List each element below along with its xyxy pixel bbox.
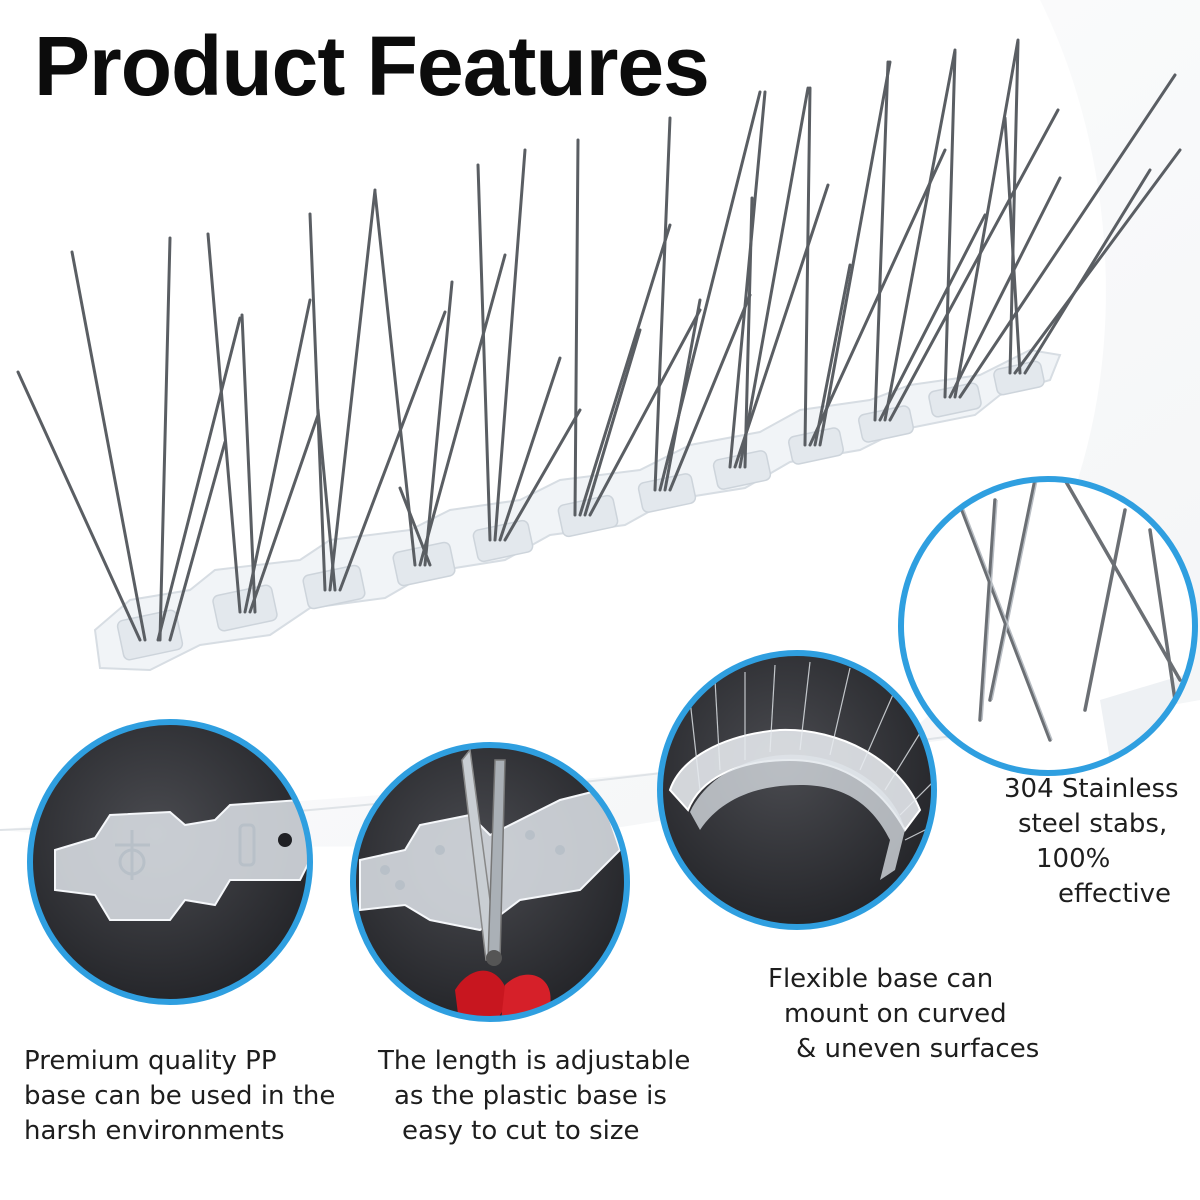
caption-line: harsh environments — [24, 1116, 285, 1146]
feature-caption-steel: 304 Stainless steel stabs, 100% effectiv… — [1004, 772, 1179, 912]
feature-caption-adjustable: The length is adjustable as the plastic … — [378, 1044, 690, 1149]
caption-line: Premium quality PP — [24, 1046, 277, 1076]
caption-line: effective — [1058, 879, 1172, 909]
scissors-cut-icon — [350, 742, 630, 1022]
caption-line: steel stabs, — [1018, 809, 1168, 839]
caption-line: The length is adjustable — [378, 1046, 691, 1076]
caption-line: as the plastic base is — [394, 1081, 667, 1111]
feature-caption-pp-base: Premium quality PP base can be used in t… — [24, 1044, 335, 1149]
caption-line: Flexible base can — [768, 964, 994, 994]
caption-line: easy to cut to size — [402, 1116, 640, 1146]
caption-line: base can be used in the — [24, 1081, 336, 1111]
steel-stabs-closeup-icon — [898, 476, 1198, 776]
caption-line: & uneven surfaces — [796, 1034, 1040, 1064]
page-title: Product Features — [34, 19, 710, 113]
caption-line: mount on curved — [784, 999, 1007, 1029]
curved-base-icon — [657, 650, 937, 930]
caption-line: 304 Stainless — [1004, 774, 1179, 804]
steel-spikes — [16, 38, 1182, 642]
pp-base-closeup-icon — [27, 719, 313, 1005]
feature-caption-flexible: Flexible base can mount on curved & unev… — [768, 962, 1039, 1067]
caption-line: 100% — [1036, 844, 1111, 874]
